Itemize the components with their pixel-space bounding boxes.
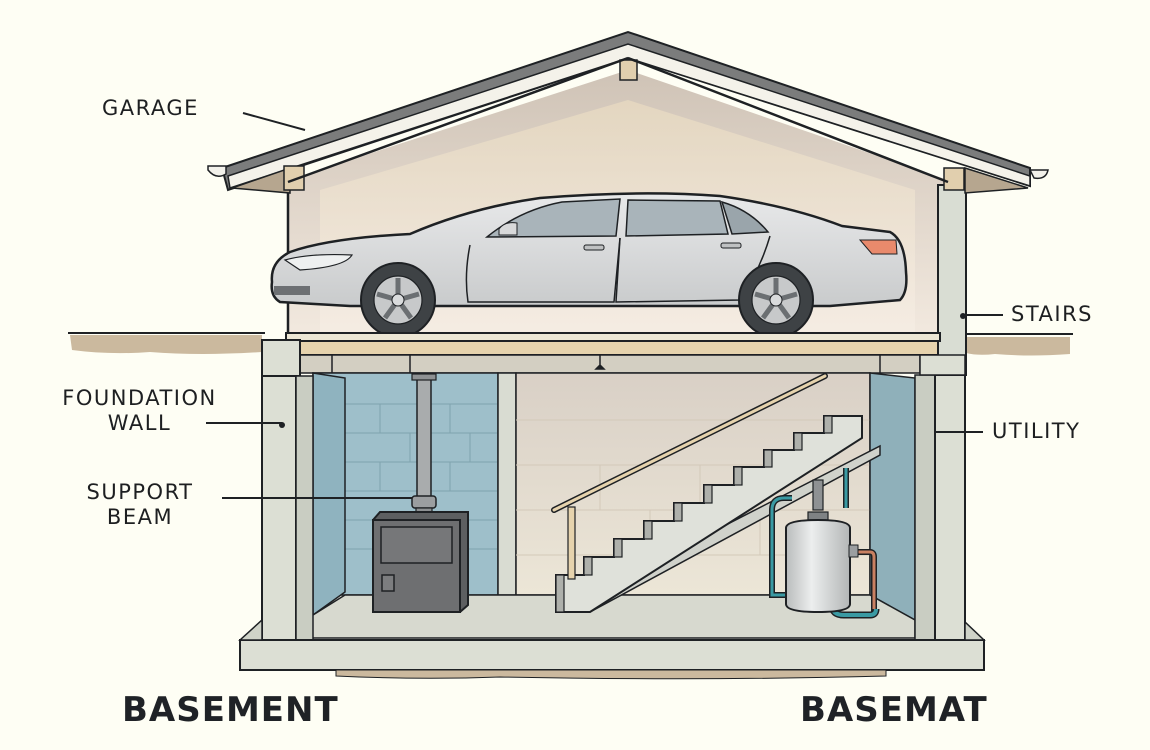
front-wheel [360,262,436,338]
title-basemat: BASEMAT [800,690,988,730]
rear-wheel [738,262,814,338]
foundation-wall-right [914,313,966,641]
car-front-window [484,198,621,238]
garage-leader-line [242,112,306,131]
footing [238,618,986,680]
headlight [283,253,354,271]
stairs [555,415,881,613]
gable-vent-top [619,59,638,81]
roof [207,30,1049,194]
label-foundation-wall: FOUNDATION WALL [36,386,243,436]
gable-vent-right [943,167,965,191]
support-beam-column [411,373,437,519]
leader-lines [206,112,1003,499]
furnace [372,511,469,613]
car [270,192,908,338]
gable-vent-left [283,165,305,191]
handrail [551,373,828,580]
title-basement: BASEMENT [122,690,339,730]
label-utility: UTILITY [992,419,1081,443]
label-support-beam-line2: BEAM [106,505,174,529]
foundation-wall-left [261,339,314,641]
label-foundation-wall-line2: WALL [107,411,172,435]
label-support-beam-line1: SUPPORT [86,480,194,504]
garage-floor-slab [285,332,941,374]
tail-light [858,239,898,255]
label-support-beam: SUPPORT BEAM [68,480,212,530]
water-heater [785,479,859,614]
label-stairs: STAIRS [1011,302,1094,326]
label-garage: GARAGE [102,96,199,120]
label-foundation-wall-line1: FOUNDATION [62,386,217,410]
ground-line [68,332,1073,356]
car-rear-window [625,199,729,237]
